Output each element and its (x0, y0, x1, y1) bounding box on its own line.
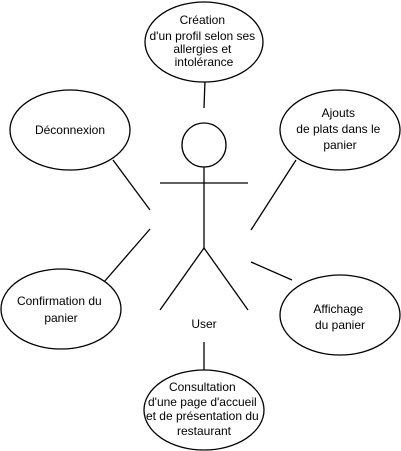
use-case-confirmation-panier: Confirmation du panier (0, 268, 122, 350)
use-case-label-line: Consultation (169, 380, 236, 394)
use-case-label-line: Création (180, 13, 225, 27)
use-case-label-line: de plats dans le (296, 122, 380, 136)
actor-head (181, 122, 227, 168)
use-case-label-line: panier (44, 311, 77, 325)
actor-label: User (191, 317, 216, 331)
use-case-label-line: Ajouts (322, 106, 355, 120)
association-line-ajouts-plats (250, 159, 297, 231)
use-case-label-line: d'une page d'accueil (148, 395, 257, 409)
use-case-consultation-accueil: Consultation d'une page d'accueil et de … (143, 369, 265, 451)
use-case-affichage-panier: Affichage du panier (279, 274, 401, 356)
association-line-deconnexion (112, 159, 151, 211)
association-line-creation-profil (203, 79, 206, 109)
use-case-label-line: d'un profil selon ses (149, 29, 255, 43)
use-case-ellipse (0, 268, 122, 350)
use-case-creation-profil: Création d'un profil selon ses allergies… (144, 1, 264, 83)
use-case-label-line: restaurant (177, 424, 232, 438)
use-case-label: Affichage du panier (313, 302, 366, 332)
use-case-ellipse (143, 369, 265, 451)
use-case-label: Confirmation du panier (17, 294, 105, 325)
use-case-label: Création d'un profil selon ses allergies… (149, 13, 258, 69)
use-case-ellipse (279, 274, 401, 356)
use-case-label-line: et de présentation du (146, 409, 259, 423)
use-case-ellipse (279, 89, 401, 171)
use-case-ellipse (9, 89, 131, 171)
use-case-label-line: Déconnexion (35, 123, 105, 137)
use-case-label-line: panier (323, 138, 356, 152)
actor-user: User (159, 122, 249, 331)
use-case-label: Déconnexion (35, 123, 105, 137)
association-line-affichage-panier (250, 261, 293, 281)
use-case-label-line: du panier (315, 318, 365, 332)
association-line-confirmation-panier (103, 228, 151, 283)
use-case-label-line: intolérance (175, 55, 234, 69)
use-case-label: Ajouts de plats dans le panier (296, 106, 383, 152)
actor-left-leg (159, 247, 205, 311)
use-case-ellipse (144, 1, 264, 83)
use-case-label-line: Confirmation du (17, 294, 102, 308)
actor-right-leg (203, 247, 249, 311)
use-case-deconnexion: Déconnexion (9, 89, 131, 171)
use-case-ajouts-plats: Ajouts de plats dans le panier (279, 89, 401, 171)
use-case-label-line: allergies et (173, 42, 232, 56)
use-case-label-line: Affichage (313, 302, 363, 316)
use-case-label: Consultation d'une page d'accueil et de … (146, 380, 262, 438)
